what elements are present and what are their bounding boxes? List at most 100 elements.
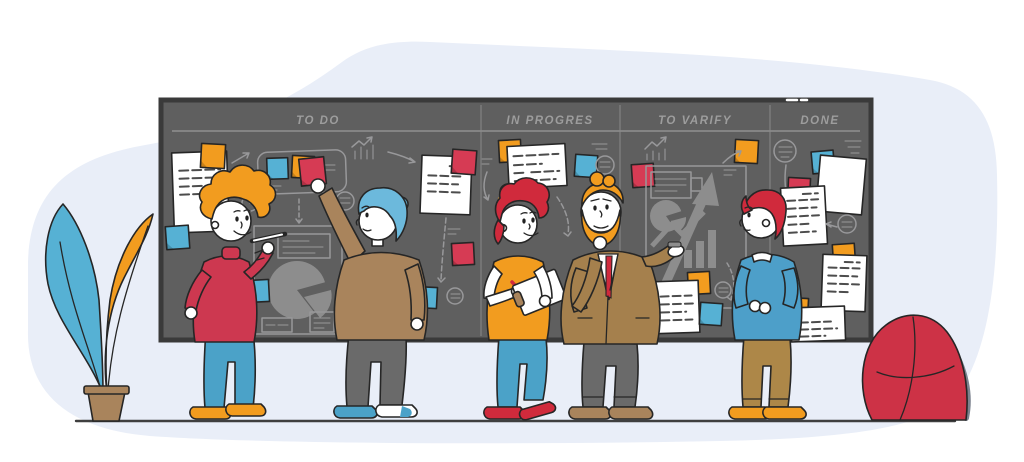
arrow-sketch — [556, 196, 570, 235]
hair-red — [743, 189, 787, 240]
sticky-note-red — [630, 162, 656, 189]
legs-gray-pants — [581, 341, 639, 408]
dash-notes-sketch — [844, 140, 862, 154]
arm-behind-left — [733, 265, 751, 309]
sticky-note-blue — [698, 301, 724, 327]
plant-leaf-blue — [44, 203, 104, 394]
ear — [210, 220, 220, 230]
legs-khaki-pants — [741, 335, 792, 408]
bean-bag-body — [861, 314, 968, 421]
paper-note — [820, 253, 868, 313]
leaf-vein — [107, 225, 149, 391]
note-circle-icon — [714, 281, 732, 299]
bar-chart-sketch-icon — [644, 136, 667, 161]
to-verify-column-content — [627, 136, 760, 335]
zigzag-line-sketch — [650, 210, 706, 248]
hair-crimson — [494, 177, 550, 223]
person-woman-clipboard — [483, 177, 567, 421]
shoe-accent — [400, 406, 412, 417]
bar-sketch — [684, 250, 692, 268]
dash-notes-sketch — [627, 169, 737, 290]
hand-clasped — [748, 299, 762, 313]
bean-bag-chair — [861, 314, 971, 421]
tie-red — [605, 255, 613, 299]
shoe-orange — [189, 406, 232, 420]
hand-with-pen — [261, 241, 275, 255]
paper-note — [814, 154, 868, 216]
column-label-to-verify: TO VARIFY — [658, 115, 732, 127]
dash-notes-sketch — [481, 143, 608, 165]
shoe-blue-sneaker — [333, 405, 378, 419]
pen-body — [253, 233, 283, 242]
plant-pot — [87, 391, 126, 422]
shoe-orange — [225, 403, 267, 417]
hair-back — [493, 219, 505, 245]
sticky-note-orange — [733, 138, 760, 165]
hand-fist — [184, 306, 198, 320]
bar-sketch — [696, 241, 704, 268]
shoe-red-sneaker — [483, 406, 526, 420]
arrow-sketch — [825, 221, 838, 228]
arrow-sketch — [722, 150, 742, 164]
hand-holding-clipboard — [538, 294, 552, 308]
sticky-note-blue — [573, 153, 599, 179]
sticky-note-orange — [199, 142, 227, 170]
column-label-in-progress: IN PROGRES — [506, 115, 593, 127]
hair-orange-curly — [198, 164, 277, 220]
collar — [751, 251, 773, 263]
arm-right-raised — [243, 248, 274, 280]
jacket-lapels — [577, 253, 650, 345]
arm-behind-right — [781, 267, 799, 309]
legs-gray-pants — [345, 333, 408, 408]
bar-chart-sketch-icon — [351, 136, 374, 160]
motion-ticks — [254, 249, 265, 261]
plant-pot-rim — [83, 385, 130, 395]
paper-note — [789, 305, 847, 343]
column-label-done: DONE — [800, 115, 839, 127]
arm-raised — [318, 187, 366, 265]
paper-note — [653, 279, 701, 335]
column-label-todo: TO DO — [296, 115, 340, 127]
head — [210, 200, 252, 242]
note-circle-icon — [446, 287, 464, 305]
note-circle-icon — [773, 139, 797, 163]
arrowhead — [437, 277, 446, 283]
person-man-beard — [560, 171, 685, 420]
arrowhead — [563, 231, 572, 237]
arm-left — [404, 263, 426, 321]
held-marker — [667, 241, 682, 248]
face-profile — [739, 206, 753, 231]
person-man-hands-behind — [728, 189, 807, 420]
arrow-sketch — [483, 171, 490, 201]
person-woman-red-sweater — [184, 164, 288, 420]
shoe-brown — [608, 406, 654, 420]
sticky-note-blue — [265, 156, 290, 181]
pie-slice-sketch — [304, 290, 332, 318]
legs-jeans — [203, 329, 257, 409]
hair-quiff — [602, 174, 616, 188]
bean-bag-seam — [876, 316, 955, 421]
sticky-note-red — [450, 241, 476, 267]
potted-plant — [44, 203, 154, 422]
paper-note — [779, 185, 829, 247]
hair-quiff — [589, 171, 605, 187]
head — [498, 204, 538, 244]
growth-chart-panel-sketch — [645, 165, 747, 309]
legs-jeans — [496, 335, 548, 408]
forearm-up — [571, 257, 603, 313]
leaf-vein — [59, 241, 102, 391]
growth-arrowhead — [692, 172, 719, 206]
plant-leaf-orange — [104, 213, 154, 394]
hair-blue — [357, 186, 408, 242]
arrow-sketch — [387, 151, 416, 164]
person-man-blue-hair — [297, 155, 429, 419]
note-circle-icon — [837, 214, 857, 234]
arrow-sketch — [231, 152, 250, 164]
hair-front-tuft — [740, 195, 753, 215]
torso-sweater — [333, 251, 429, 341]
arrowhead — [295, 218, 303, 224]
ear — [761, 218, 771, 228]
face — [233, 209, 252, 236]
